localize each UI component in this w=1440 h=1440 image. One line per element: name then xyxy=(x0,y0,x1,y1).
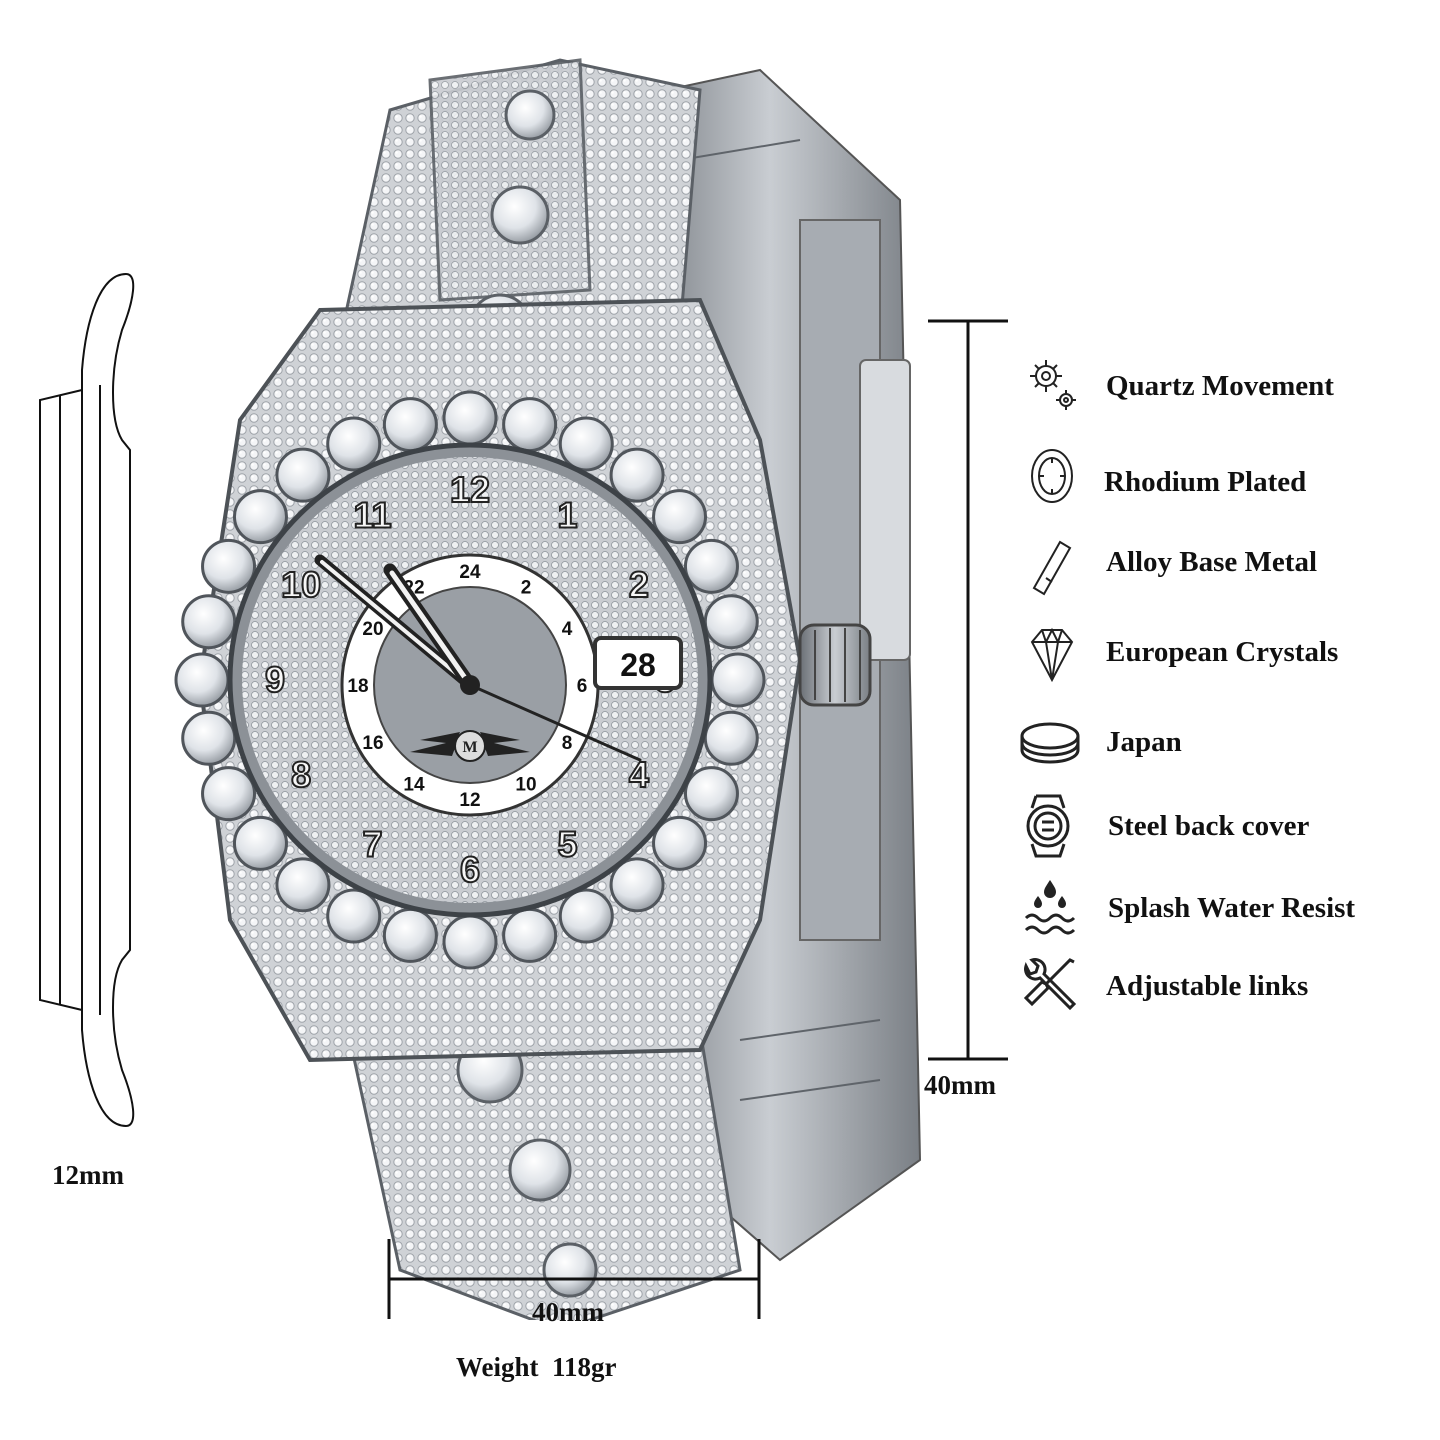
bezel-stone xyxy=(710,652,766,708)
bezel-stone xyxy=(652,815,708,871)
bezel-stone xyxy=(174,652,230,708)
bezel-stone xyxy=(683,766,739,822)
feature-label-alloy: Alloy Base Metal xyxy=(1106,546,1318,578)
hour-numeral: 7 xyxy=(362,824,382,865)
gears-icon xyxy=(1030,360,1076,410)
watch-hands xyxy=(314,554,642,762)
bezel-stone xyxy=(201,766,257,822)
hour-numeral: 2 xyxy=(629,564,649,605)
bezel-stones xyxy=(174,390,766,970)
feature-label-water: Splash Water Resist xyxy=(1108,892,1356,924)
bezel-stone xyxy=(558,888,614,944)
hour-numeral: 8 xyxy=(291,754,311,795)
date-window: 28 xyxy=(593,636,683,690)
hour-numeral: 5 xyxy=(557,824,577,865)
gmt-numeral: 20 xyxy=(362,619,383,640)
diamond-icon xyxy=(1030,627,1074,683)
weight-text: Weight 118gr xyxy=(456,1352,617,1383)
bezel-stone xyxy=(382,907,438,963)
gmt-numeral: 2 xyxy=(521,577,532,598)
feature-label-steel: Steel back cover xyxy=(1108,810,1310,842)
feature-label-japan: Japan xyxy=(1106,726,1182,758)
bezel-stone xyxy=(181,594,237,650)
bezel-stone xyxy=(232,489,288,545)
bezel-stone xyxy=(382,397,438,453)
hour-numeral: 4 xyxy=(629,754,649,795)
bezel-stone xyxy=(326,416,382,472)
bezel-stone xyxy=(683,538,739,594)
gmt-numeral: 6 xyxy=(577,676,588,697)
hour-numeral: 11 xyxy=(353,494,391,535)
bezel-stone xyxy=(703,594,759,650)
gmt-numeral: 4 xyxy=(562,619,573,640)
feature-label-crystals: European Crystals xyxy=(1106,636,1339,668)
bezel-stone xyxy=(703,710,759,766)
tools-icon xyxy=(1023,958,1077,1011)
feature-label-rhodium: Rhodium Plated xyxy=(1104,466,1307,498)
weight-label: Weight xyxy=(456,1352,539,1382)
bezel-stone xyxy=(652,489,708,545)
bezel-stone xyxy=(326,888,382,944)
width-dimension-line xyxy=(387,1239,761,1319)
bezel-stone xyxy=(275,447,331,503)
stylus-icon xyxy=(1032,540,1072,596)
bezel-stone xyxy=(502,397,558,453)
bezel-stone xyxy=(442,914,498,970)
bezel-stone xyxy=(558,416,614,472)
bezel-stone xyxy=(442,390,498,446)
gmt-numeral: 18 xyxy=(347,676,368,697)
bezel-stone xyxy=(275,857,331,913)
hour-numeral: 9 xyxy=(265,659,285,700)
feature-label-links: Adjustable links xyxy=(1106,970,1309,1002)
bezel-stone xyxy=(201,538,257,594)
bezel-stone xyxy=(232,815,288,871)
hour-numeral: 6 xyxy=(460,849,480,890)
gmt-numeral: 24 xyxy=(459,562,481,583)
watch-side-profile xyxy=(39,272,135,1128)
gmt-numeral: 10 xyxy=(515,775,536,796)
height-dimension-line xyxy=(928,319,1008,1061)
height-label: 40mm xyxy=(924,1070,996,1100)
hour-numeral: 12 xyxy=(450,469,490,510)
watch-crown xyxy=(798,623,872,707)
bracelet-front-bottom xyxy=(348,1028,742,1320)
svg-text:M: M xyxy=(462,739,477,756)
watch-back-icon xyxy=(1026,794,1070,858)
battery-icon xyxy=(1020,722,1080,764)
hour-numeral: 10 xyxy=(281,564,321,605)
bezel-stone xyxy=(609,857,665,913)
gmt-numeral: 8 xyxy=(562,733,573,754)
width-label: 40mm xyxy=(532,1297,604,1327)
plated-disc-icon xyxy=(1031,449,1073,503)
gmt-numeral: 12 xyxy=(459,790,480,811)
gmt-numeral: 14 xyxy=(403,775,425,796)
thickness-label: 12mm xyxy=(52,1160,124,1190)
hour-numeral: 1 xyxy=(557,494,577,535)
watch-dial xyxy=(227,442,713,918)
bezel-stone xyxy=(181,710,237,766)
brand-logo: M xyxy=(410,730,530,762)
feature-label-quartz: Quartz Movement xyxy=(1106,370,1334,402)
bezel-stone xyxy=(502,907,558,963)
weight-value: 118gr xyxy=(552,1352,617,1382)
gmt-numeral: 16 xyxy=(362,733,383,754)
date-text: 28 xyxy=(620,647,656,683)
bezel-stone xyxy=(609,447,665,503)
water-drops-icon xyxy=(1024,880,1076,935)
